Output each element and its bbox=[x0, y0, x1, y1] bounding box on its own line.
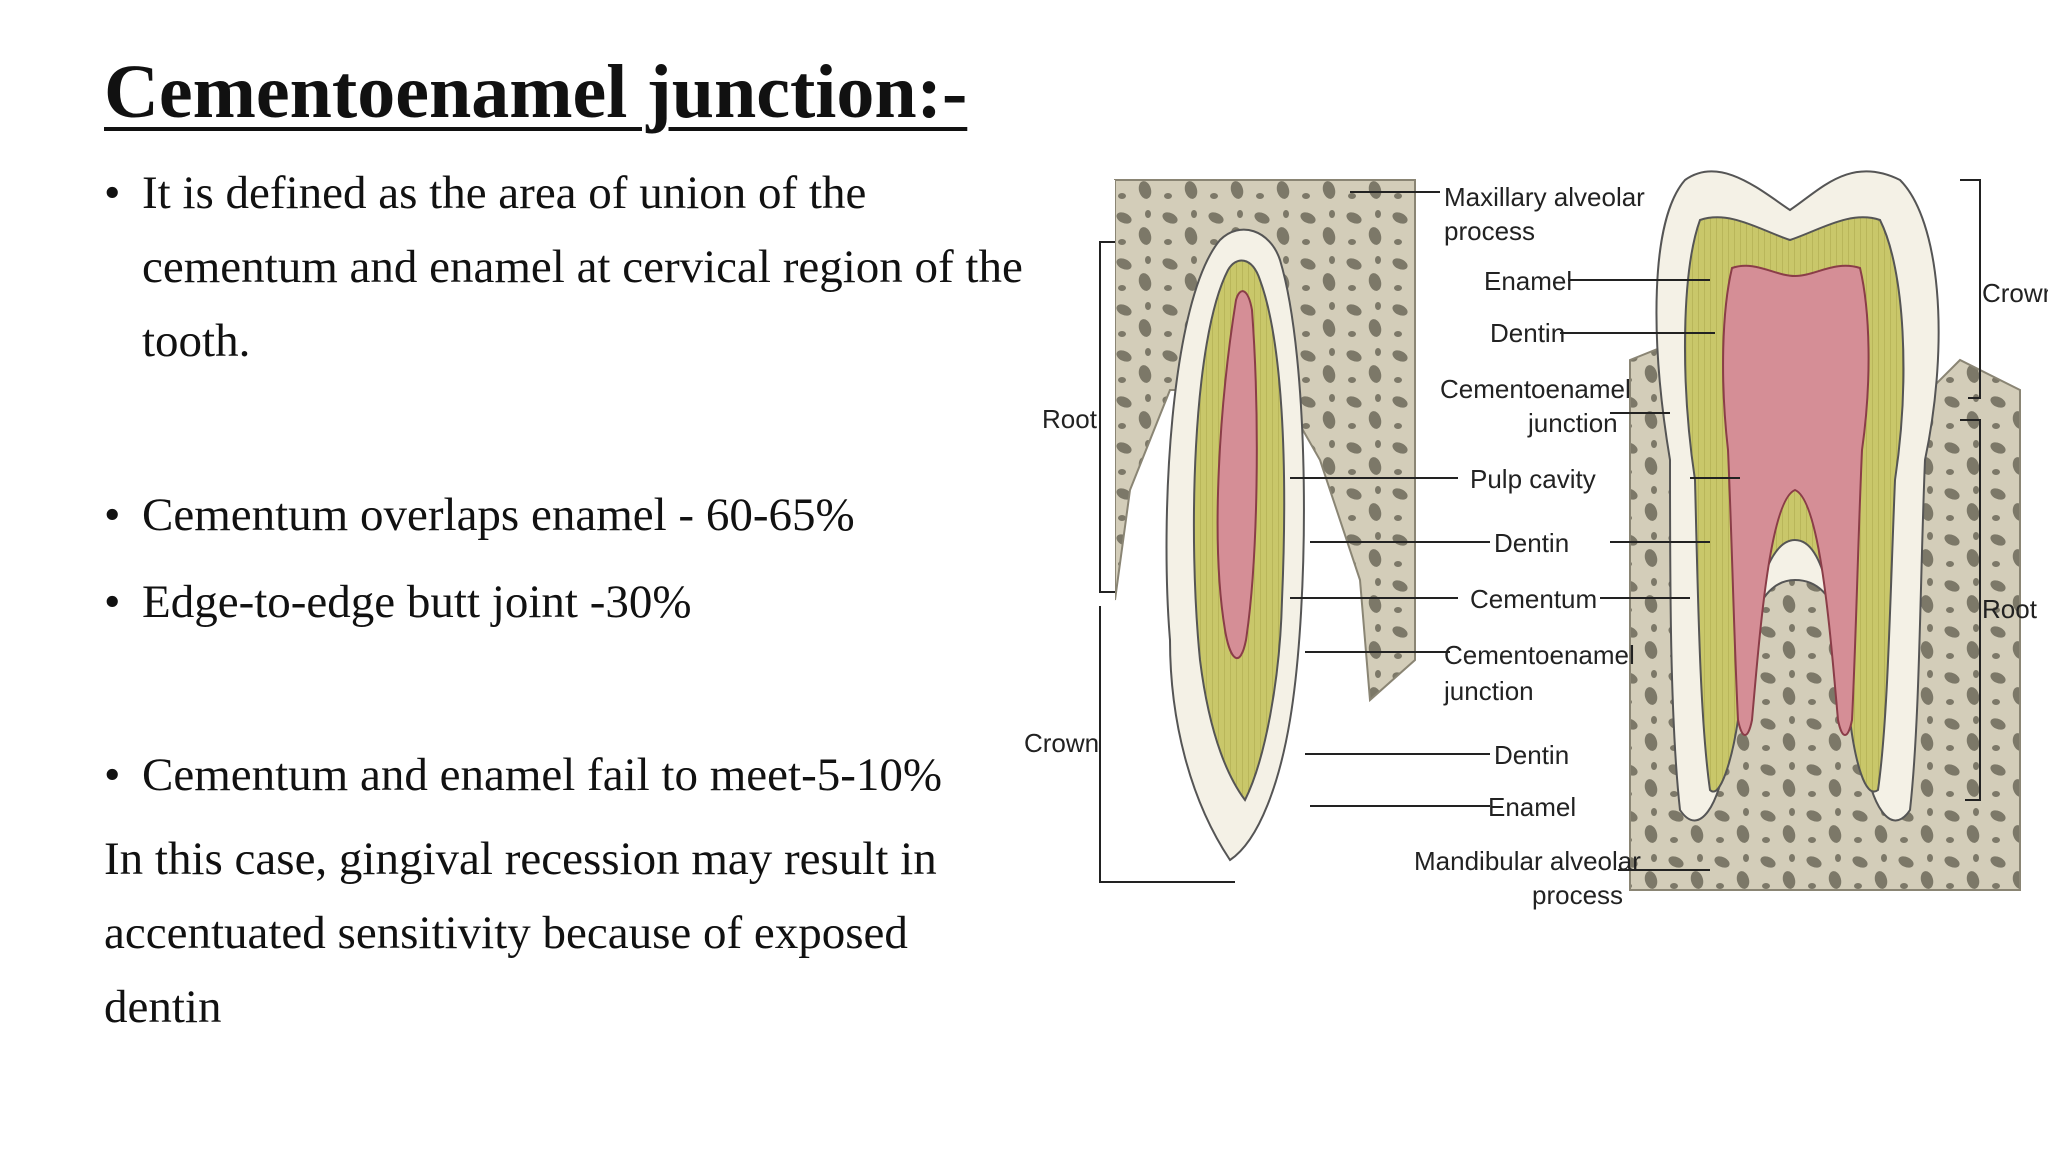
label-crown-left: Crown bbox=[1024, 728, 1099, 758]
label-enamel-low: Enamel bbox=[1488, 792, 1576, 822]
tooth-anatomy-figure: Maxillary alveolar process Enamel Dentin… bbox=[1020, 160, 2048, 920]
leader-lines bbox=[1099, 179, 1981, 883]
bullet-2: • Cementum overlaps enamel - 60-65% bbox=[104, 478, 1034, 552]
bullet-4: • Cementum and enamel fail to meet-5-10% bbox=[104, 738, 1034, 812]
bullet-dot: • bbox=[104, 576, 121, 628]
bullet-1: • It is defined as the area of union of … bbox=[104, 156, 1034, 378]
tooth-diagram: Maxillary alveolar process Enamel Dentin… bbox=[1024, 170, 2048, 910]
label-mandibular-alveolar-1: Mandibular alveolar bbox=[1414, 846, 1641, 876]
label-root-right: Root bbox=[1982, 594, 2038, 624]
label-dentin-top: Dentin bbox=[1490, 318, 1565, 348]
label-crown-right: Crown bbox=[1982, 278, 2048, 308]
label-cej-mid-1: Cementoenamel bbox=[1444, 640, 1635, 670]
slide-title: Cementoenamel junction:- bbox=[104, 50, 968, 134]
label-enamel-top: Enamel bbox=[1484, 266, 1572, 296]
bullet-text: It is defined as the area of union of th… bbox=[142, 167, 1023, 367]
bullet-text: Edge-to-edge butt joint -30% bbox=[142, 576, 692, 628]
label-cej-mid-2: junction bbox=[1443, 676, 1534, 706]
bullet-dot: • bbox=[104, 489, 121, 541]
bullet-dot: • bbox=[104, 167, 121, 219]
note-paragraph: In this case, gingival recession may res… bbox=[104, 833, 937, 1033]
molar-tooth bbox=[1655, 170, 1940, 822]
label-dentin-low: Dentin bbox=[1494, 740, 1569, 770]
bullet-text: Cementum overlaps enamel - 60-65% bbox=[142, 489, 855, 541]
bullet-3: • Edge-to-edge butt joint -30% bbox=[104, 565, 1034, 639]
label-maxillary-alveolar-1: Maxillary alveolar bbox=[1444, 182, 1645, 212]
label-root-left: Root bbox=[1042, 404, 1098, 434]
label-cej-top-1: Cementoenamel bbox=[1440, 374, 1631, 404]
label-pulp-cavity: Pulp cavity bbox=[1470, 464, 1596, 494]
label-cementum: Cementum bbox=[1470, 584, 1597, 614]
incisor-tooth bbox=[1165, 228, 1305, 862]
bullet-text: Cementum and enamel fail to meet-5-10% bbox=[142, 749, 943, 801]
label-mandibular-alveolar-2: process bbox=[1532, 880, 1623, 910]
label-dentin-mid: Dentin bbox=[1494, 528, 1569, 558]
bullet-dot: • bbox=[104, 749, 121, 801]
label-cej-top-2: junction bbox=[1527, 408, 1618, 438]
label-maxillary-alveolar-2: process bbox=[1444, 216, 1535, 246]
